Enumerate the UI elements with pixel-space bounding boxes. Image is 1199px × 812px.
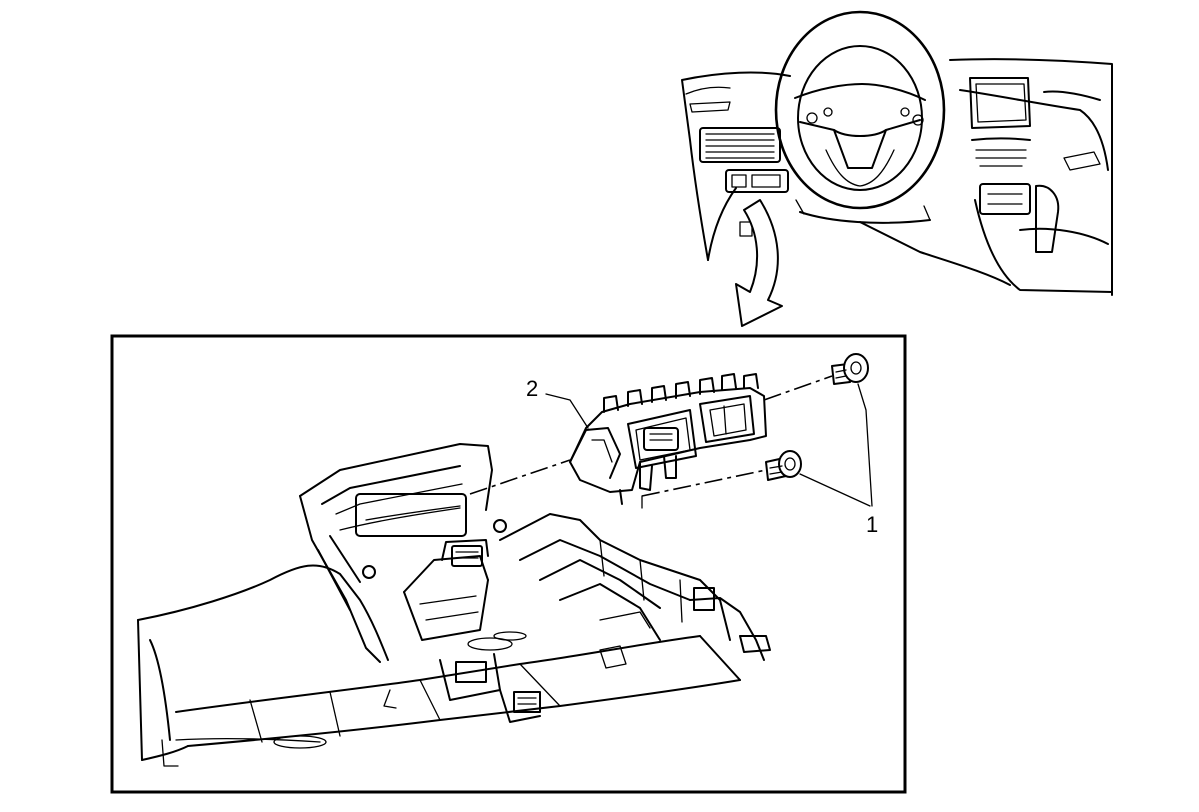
- fastener-lower: [765, 450, 802, 481]
- alignment-lines: [469, 375, 833, 509]
- leader-arrow-icon: [735, 199, 783, 327]
- fastener-upper: [831, 353, 869, 385]
- instrument-panel-frame: [137, 443, 771, 767]
- leader-line-2: [545, 393, 589, 429]
- callout-1: 1: [866, 512, 878, 537]
- dashboard-overview: [681, 10, 1113, 327]
- control-module: [569, 373, 767, 505]
- leader-line-1b: [799, 473, 871, 507]
- leader-line-1a: [857, 383, 873, 507]
- detail-frame: [110, 334, 907, 794]
- callout-2: 2: [526, 376, 538, 401]
